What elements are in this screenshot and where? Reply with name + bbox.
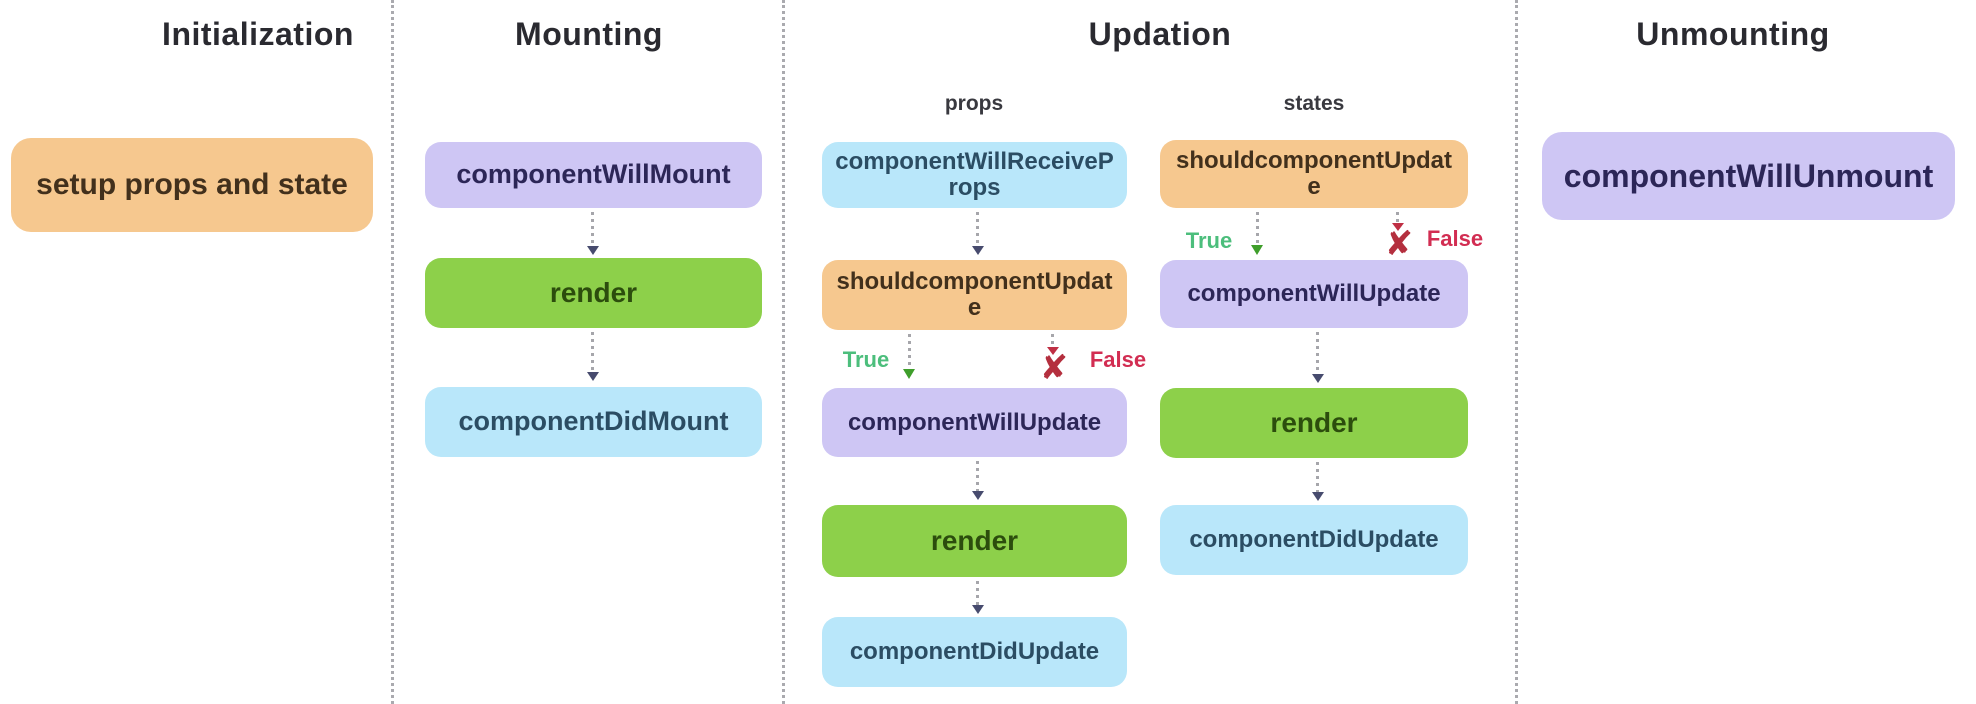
phase-title-updation: Updation xyxy=(1088,16,1232,52)
false-x-icon: ✘ xyxy=(1039,348,1069,388)
phase-title-mounting: Mounting xyxy=(515,16,663,52)
box-render-mounting: render xyxy=(425,258,762,328)
column-divider xyxy=(1515,0,1518,704)
sub-label-props: props xyxy=(944,92,1004,115)
column-divider xyxy=(782,0,785,704)
arrowhead-down-icon xyxy=(903,369,915,379)
sub-label-states: states xyxy=(1283,92,1345,115)
box-component-will-update-props: componentWillUpdate xyxy=(822,388,1127,457)
column-divider xyxy=(391,0,394,704)
box-component-did-mount: componentDidMount xyxy=(425,387,762,457)
arrowhead-down-icon xyxy=(1312,492,1324,501)
box-setup-props-and-state: setup props and state xyxy=(11,138,373,232)
box-should-component-update-states: shouldcomponentUpdate xyxy=(1160,140,1468,208)
flow-arrow-line xyxy=(591,212,594,246)
false-branch-arrow-line xyxy=(1396,212,1399,223)
arrowhead-down-icon xyxy=(587,372,599,381)
flow-arrow-line xyxy=(976,212,979,246)
box-component-did-update-props: componentDidUpdate xyxy=(822,617,1127,687)
true-branch-arrow-line xyxy=(1256,212,1259,246)
arrowhead-down-icon xyxy=(972,246,984,255)
flow-arrow-line xyxy=(976,461,979,491)
false-branch-label: False xyxy=(1089,347,1147,372)
false-branch-arrow-line xyxy=(1051,334,1054,347)
arrowhead-down-icon xyxy=(1392,223,1404,231)
box-component-did-update-states: componentDidUpdate xyxy=(1160,505,1468,575)
arrowhead-down-icon xyxy=(587,246,599,255)
false-x-icon: ✘ xyxy=(1384,224,1414,264)
box-component-will-mount: componentWillMount xyxy=(425,142,762,208)
phase-title-unmounting: Unmounting xyxy=(1636,16,1830,52)
true-branch-label: True xyxy=(842,347,890,372)
box-component-will-unmount: componentWillUnmount xyxy=(1542,132,1955,220)
true-branch-label: True xyxy=(1185,228,1233,253)
box-component-will-update-states: componentWillUpdate xyxy=(1160,260,1468,328)
arrowhead-down-icon xyxy=(972,605,984,614)
box-render-states: render xyxy=(1160,388,1468,458)
flow-arrow-line xyxy=(976,581,979,605)
box-should-component-update-props: shouldcomponentUpdate xyxy=(822,260,1127,330)
box-component-will-receive-props: componentWillReceiveProps xyxy=(822,142,1127,208)
true-branch-arrow-line xyxy=(908,334,911,370)
flow-arrow-line xyxy=(1316,332,1319,374)
arrowhead-down-icon xyxy=(972,491,984,500)
flow-arrow-line xyxy=(591,332,594,372)
false-branch-label: False xyxy=(1426,226,1484,251)
flow-arrow-line xyxy=(1316,462,1319,492)
phase-title-initialization: Initialization xyxy=(162,16,354,52)
box-render-props: render xyxy=(822,505,1127,577)
arrowhead-down-icon xyxy=(1251,245,1263,255)
arrowhead-down-icon xyxy=(1312,374,1324,383)
arrowhead-down-icon xyxy=(1047,347,1059,355)
